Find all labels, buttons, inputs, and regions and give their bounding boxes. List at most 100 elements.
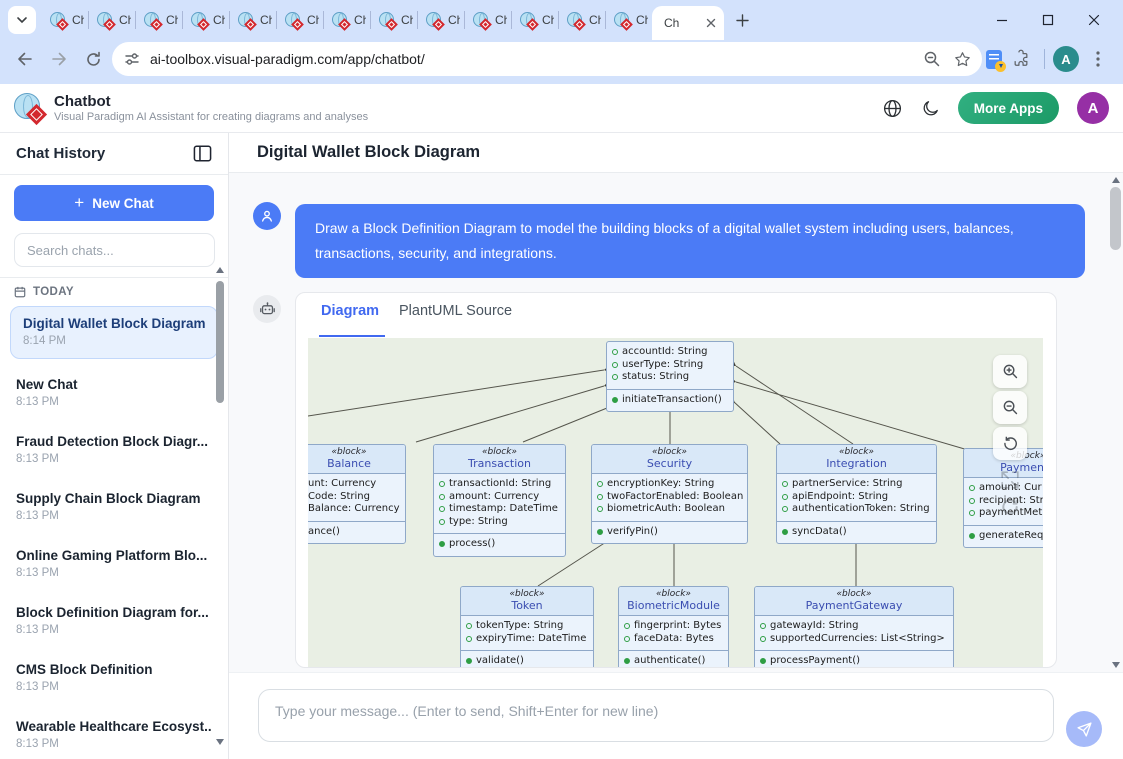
- chat-item-time: 8:13 PM: [16, 567, 59, 579]
- browser-tab[interactable]: Ch: [559, 3, 605, 37]
- chat-history-item[interactable]: New Chat 8:13 PM: [0, 365, 228, 422]
- search-chats-input[interactable]: [14, 233, 215, 267]
- forward-button[interactable]: [44, 44, 74, 74]
- app-header: Chatbot Visual Paradigm AI Assistant for…: [0, 84, 1123, 133]
- back-button[interactable]: [10, 44, 40, 74]
- chat-history-list: Digital Wallet Block Diagram 8:14 PM New…: [0, 302, 228, 759]
- chat-history-item[interactable]: Fraud Detection Block Diagr... 8:13 PM: [0, 422, 228, 479]
- zoom-out-button[interactable]: [993, 391, 1027, 424]
- browser-tab[interactable]: Ch: [230, 3, 276, 37]
- browser-tab[interactable]: Ch: [89, 3, 135, 37]
- scroll-down-arrow[interactable]: [216, 739, 224, 745]
- tab-label: Ch: [260, 13, 272, 27]
- close-tab-icon[interactable]: [706, 18, 716, 28]
- browser-menu-button[interactable]: [1083, 44, 1113, 74]
- chat-history-item[interactable]: Supply Chain Block Diagram 8:13 PM: [0, 479, 228, 536]
- attribute-bullet-icon: [782, 493, 788, 500]
- scrollbar-thumb[interactable]: [1110, 187, 1121, 250]
- reset-view-button[interactable]: [993, 427, 1027, 460]
- zoom-in-button[interactable]: [993, 355, 1027, 388]
- browser-profile-avatar[interactable]: A: [1053, 46, 1079, 72]
- browser-toolbar: ai-toolbox.visual-paradigm.com/app/chatb…: [0, 40, 1123, 84]
- browser-tab[interactable]: Ch: [324, 3, 370, 37]
- maximize-button[interactable]: [1025, 0, 1071, 40]
- bookmark-star-icon[interactable]: [953, 50, 972, 69]
- browser-tab[interactable]: Ch: [136, 3, 182, 37]
- block-attribute: encryptionKey: String: [597, 478, 742, 491]
- zoom-out-page-icon[interactable]: [923, 50, 941, 68]
- browser-tab-strip: ChChChChChChChChChChChChCh Ch: [0, 0, 1123, 40]
- tab-label: Ch: [589, 13, 601, 27]
- visual-paradigm-favicon: [238, 11, 257, 31]
- browser-tab[interactable]: Ch: [371, 3, 417, 37]
- collapse-panel-icon[interactable]: [193, 145, 212, 162]
- tab-plantuml-source[interactable]: PlantUML Source: [399, 303, 513, 319]
- tab-divider: [605, 11, 606, 29]
- sidebar: Chat History +New Chat TODAY Digital Wal…: [0, 133, 229, 759]
- attribute-bullet-icon: [624, 635, 630, 642]
- message-input[interactable]: [258, 689, 1054, 742]
- send-button[interactable]: [1066, 711, 1102, 747]
- chat-history-item[interactable]: CMS Block Definition 8:13 PM: [0, 650, 228, 707]
- scroll-down-arrow[interactable]: [1111, 662, 1120, 668]
- browser-tab-active[interactable]: Ch: [652, 6, 724, 40]
- browser-tab[interactable]: Ch: [606, 3, 652, 37]
- browser-tab[interactable]: Ch: [512, 3, 558, 37]
- minimize-icon: [997, 19, 1007, 22]
- attribute-bullet-icon: [969, 510, 975, 517]
- tab-label: Ch: [307, 13, 319, 27]
- chat-history-item[interactable]: Digital Wallet Block Diagram 8:14 PM: [10, 306, 218, 359]
- more-apps-button[interactable]: More Apps: [957, 92, 1059, 124]
- chat-history-item[interactable]: Wearable Healthcare Ecosyst... 8:13 PM: [0, 707, 228, 759]
- block-operation: validate(): [466, 655, 588, 667]
- scroll-up-arrow[interactable]: [216, 267, 224, 273]
- divider: [0, 277, 228, 278]
- tab-search-button[interactable]: [8, 6, 36, 34]
- block-name: Balance: [327, 457, 371, 470]
- user-avatar[interactable]: A: [1077, 92, 1109, 124]
- chat-history-item[interactable]: Online Gaming Platform Blo... 8:13 PM: [0, 536, 228, 593]
- block-name: Integration: [826, 457, 887, 470]
- scroll-up-arrow[interactable]: [1111, 177, 1120, 183]
- language-globe-icon[interactable]: [882, 98, 903, 119]
- extensions-button[interactable]: [1006, 44, 1036, 74]
- minimize-button[interactable]: [979, 0, 1025, 40]
- refresh-icon[interactable]: [1000, 497, 1020, 517]
- dark-mode-moon-icon[interactable]: [921, 99, 940, 118]
- block-attribute: amount: Currency: [439, 491, 560, 504]
- block-operation: initiateTransaction(): [612, 394, 728, 407]
- site-settings-icon[interactable]: [124, 51, 140, 67]
- browser-tab[interactable]: Ch: [465, 3, 511, 37]
- tab-diagram[interactable]: Diagram: [318, 303, 386, 337]
- reading-list-extension-icon[interactable]: [986, 49, 1006, 72]
- tab-label: Ch: [495, 13, 507, 27]
- diagram-card-tabs: Diagram PlantUML Source: [296, 293, 1056, 338]
- send-plane-icon: [1076, 721, 1092, 737]
- reload-button[interactable]: [78, 44, 108, 74]
- browser-tab[interactable]: Ch: [42, 3, 88, 37]
- toolbar-divider: [1044, 49, 1045, 69]
- attribute-bullet-icon: [439, 518, 445, 525]
- close-window-button[interactable]: [1071, 0, 1117, 40]
- fullscreen-icon[interactable]: [999, 469, 1021, 491]
- browser-tab[interactable]: Ch: [183, 3, 229, 37]
- visual-paradigm-favicon: [567, 11, 586, 31]
- chat-scrollbar[interactable]: [1110, 175, 1122, 670]
- url-bar[interactable]: ai-toolbox.visual-paradigm.com/app/chatb…: [112, 42, 982, 76]
- scrollbar-thumb[interactable]: [216, 281, 224, 403]
- block-operation: verifyPin(): [597, 526, 742, 539]
- chat-history-item[interactable]: Block Definition Diagram for... 8:13 PM: [0, 593, 228, 650]
- person-icon: [262, 210, 272, 222]
- attribute-bullet-icon: [612, 374, 618, 381]
- visual-paradigm-favicon: [426, 11, 445, 31]
- browser-tab[interactable]: Ch: [418, 3, 464, 37]
- attribute-bullet-icon: [439, 481, 445, 488]
- sidebar-scrollbar[interactable]: [215, 267, 225, 755]
- url-text[interactable]: ai-toolbox.visual-paradigm.com/app/chatb…: [150, 51, 425, 67]
- new-chat-button[interactable]: +New Chat: [14, 185, 214, 221]
- new-tab-button[interactable]: [728, 6, 756, 34]
- chat-item-time: 8:13 PM: [16, 624, 59, 636]
- browser-tab[interactable]: Ch: [277, 3, 323, 37]
